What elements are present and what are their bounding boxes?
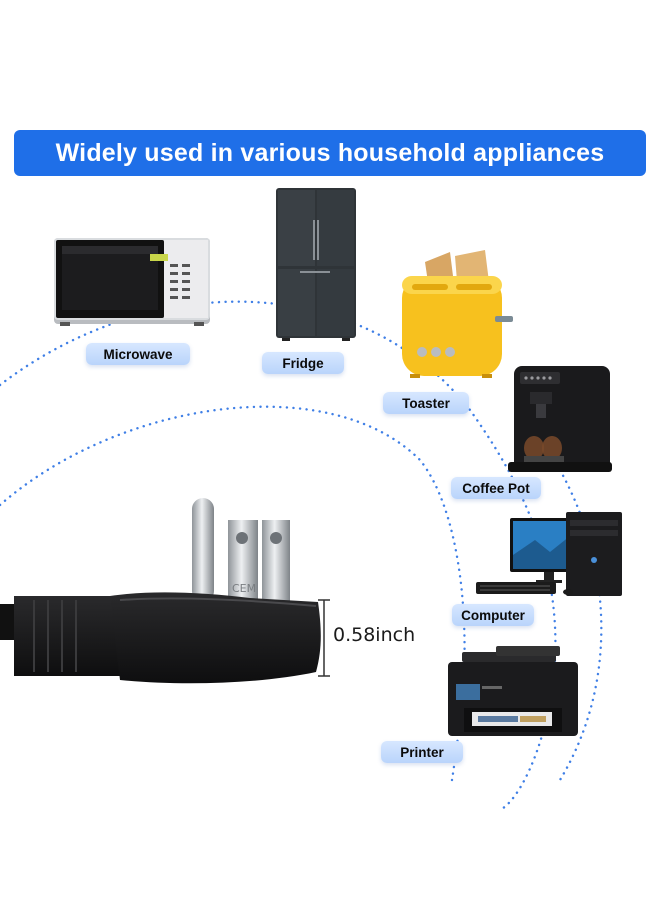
headline-banner: Widely used in various household applian… — [14, 130, 646, 176]
label-microwave: Microwave — [86, 343, 190, 365]
label-computer: Computer — [452, 604, 534, 626]
label-coffee-pot: Coffee Pot — [451, 477, 541, 499]
plug-engraving: CEM — [232, 582, 256, 595]
plug-thickness-measurement: 0.58inch — [333, 624, 416, 646]
label-fridge: Fridge — [262, 352, 344, 374]
label-printer: Printer — [381, 741, 463, 763]
label-toaster: Toaster — [383, 392, 469, 414]
